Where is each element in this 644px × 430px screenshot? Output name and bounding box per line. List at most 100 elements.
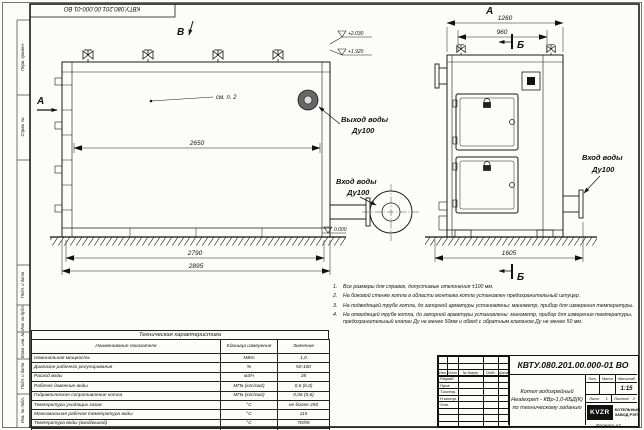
tech-table: Наименование показателя Единица измерени… [31, 339, 330, 430]
param-name: Гидравлическое сопротивление котла [31, 390, 221, 401]
logo-caption-line2: ЗАВОД РЭП [614, 411, 638, 417]
param-value: 50-100 [277, 362, 330, 373]
lock-icon [483, 98, 491, 108]
param-unit: °С [220, 409, 278, 420]
title-block-roles-table: Разраб. Пров. Т.контр. Н.контр. Утв. [438, 375, 510, 428]
param-name: Максимальная рабочая температура воды [31, 409, 221, 420]
dim-2650: 2650 [189, 140, 205, 147]
scale-value: 1:15 [620, 385, 633, 392]
sheets-label: Листов [614, 396, 629, 401]
dim-2895: 2895 [188, 263, 204, 270]
dimensions-right [434, 20, 584, 262]
elevation-marks [322, 30, 372, 234]
param-name: Температура воды (вход/выход) [31, 418, 221, 430]
param-name: Рабочее давление воды [31, 381, 221, 392]
dim-1605: 1605 [502, 250, 517, 257]
note-number: 3. [333, 302, 338, 309]
valve-icon [272, 49, 284, 63]
param-unit: °С [220, 418, 278, 430]
inlet-right-label-line1: Вход воды [582, 153, 623, 162]
dim-960: 960 [497, 29, 508, 36]
sheet-value: 1 [605, 396, 608, 401]
boiler-door-lower [455, 156, 519, 214]
inlet-left-leader [359, 196, 377, 206]
param-value: 35 [277, 371, 330, 383]
param-name: Расход воды [31, 371, 221, 383]
title-block-right-section: Лит. Масса Масштаб 1:15 Лист 1 Листов 2 … [585, 375, 641, 425]
outlet-label-line1: Выход воды [341, 115, 389, 124]
param-value: 70/95 [277, 418, 330, 430]
view-marker-a-top: А [485, 6, 493, 17]
frame-left-stamps: Перв. примен. Справ. № Подп. и дата Инв.… [20, 43, 25, 423]
param-value: 0,6 (6,0) [277, 381, 330, 392]
lock-icon [483, 161, 491, 171]
stamp-label: Справ. № [20, 117, 25, 136]
dim-1260: 1260 [498, 15, 513, 22]
param-unit: м3/ч [220, 371, 278, 383]
table-row: Габариты котла (длина х ширина х высота)… [31, 428, 330, 430]
note-number: 1. [333, 284, 338, 290]
inlet-left-label-line1: Вход воды [336, 177, 377, 186]
dim-2790: 2790 [187, 250, 203, 257]
sheets-value: 2 [632, 396, 635, 401]
elevation-top1: +2.030 [348, 31, 364, 37]
product-name-line1: Котел водогрейный [520, 388, 574, 395]
role-label: Н.контр. [438, 394, 459, 402]
inlet-right-label-line2: Ду100 [591, 165, 615, 174]
valve-icon [142, 49, 154, 63]
inlet-left-label-line2: Ду100 [346, 188, 370, 197]
lit-label: Лит. [586, 375, 600, 382]
note-text: На отводящей трубе котла, до запорной ар… [343, 311, 633, 325]
dimensions-left [61, 143, 331, 275]
boiler-door-upper [455, 93, 519, 151]
mirrored-doc-number: КВТУ.080.201.00.000-01 ВО [63, 5, 140, 11]
title-block-change-table: Изм. Лист № докум. Подп. Дата [438, 356, 510, 377]
param-value: 0,06 (0,6) [277, 390, 330, 401]
logo-caption-line1: КОТЕЛЬНЫЙ [614, 406, 641, 412]
section-label-b-bottom: Б [517, 272, 524, 283]
view-arrow-v [188, 20, 194, 36]
elevation-top2: +1.920 [348, 49, 364, 55]
stamp-label: Перв. примен. [20, 43, 25, 71]
title-block: КВТУ.080.201.00.000-01 ВО Изм. Лист № до… [437, 355, 641, 428]
title-block-product-name: Котел водогрейный Heatexpert - КВр-1,0-К… [508, 375, 585, 425]
valve-icon [212, 49, 224, 63]
format-label: Формат А3 [596, 423, 621, 428]
param-value: 115 [277, 409, 330, 420]
stamp-label: Взам. инв. № [20, 332, 25, 358]
title-block-doc-number: КВТУ.080.201.00.000-01 ВО [508, 356, 637, 375]
param-value: не более 250 [277, 399, 330, 411]
stamp-label: Подп. и дата [20, 271, 25, 298]
inlet-right-leader [583, 175, 601, 194]
ground-right [425, 236, 597, 246]
role-label: Т.контр. [438, 388, 459, 396]
param-unit: МВт [220, 352, 278, 364]
note-text: На боковой стенке котла в области монтаж… [343, 293, 581, 300]
side-view-inlet-pipe [330, 184, 420, 242]
sight-glass [521, 71, 541, 91]
outlet-leader [318, 106, 341, 125]
param-name: Диапазон рабочего регулирования [31, 362, 221, 373]
valve-icon [546, 44, 556, 56]
outlet-label-line2: Ду100 [351, 126, 375, 135]
boiler-side-view [54, 49, 331, 238]
kvzr-logo: KVZR [587, 405, 613, 420]
note-item: 3. На подводящей трубе котла, до запорно… [333, 303, 639, 310]
tech-header-name: Наименование показателя [31, 339, 221, 354]
note-item: 2. На боковой стенке котла в области мон… [333, 293, 639, 300]
section-marker-b-top [498, 34, 513, 49]
company-logo: KVZR КОТЕЛЬНЫЙ ЗАВОД РЭП [586, 403, 641, 422]
see-note-callout [149, 96, 214, 103]
stamp-label: Инв. № подл. [20, 397, 25, 423]
param-value [277, 428, 330, 430]
product-name-line2: Heatexpert - КВр-1,0-КБД(К) [511, 396, 583, 403]
section-marker-a-left: А [36, 96, 44, 107]
